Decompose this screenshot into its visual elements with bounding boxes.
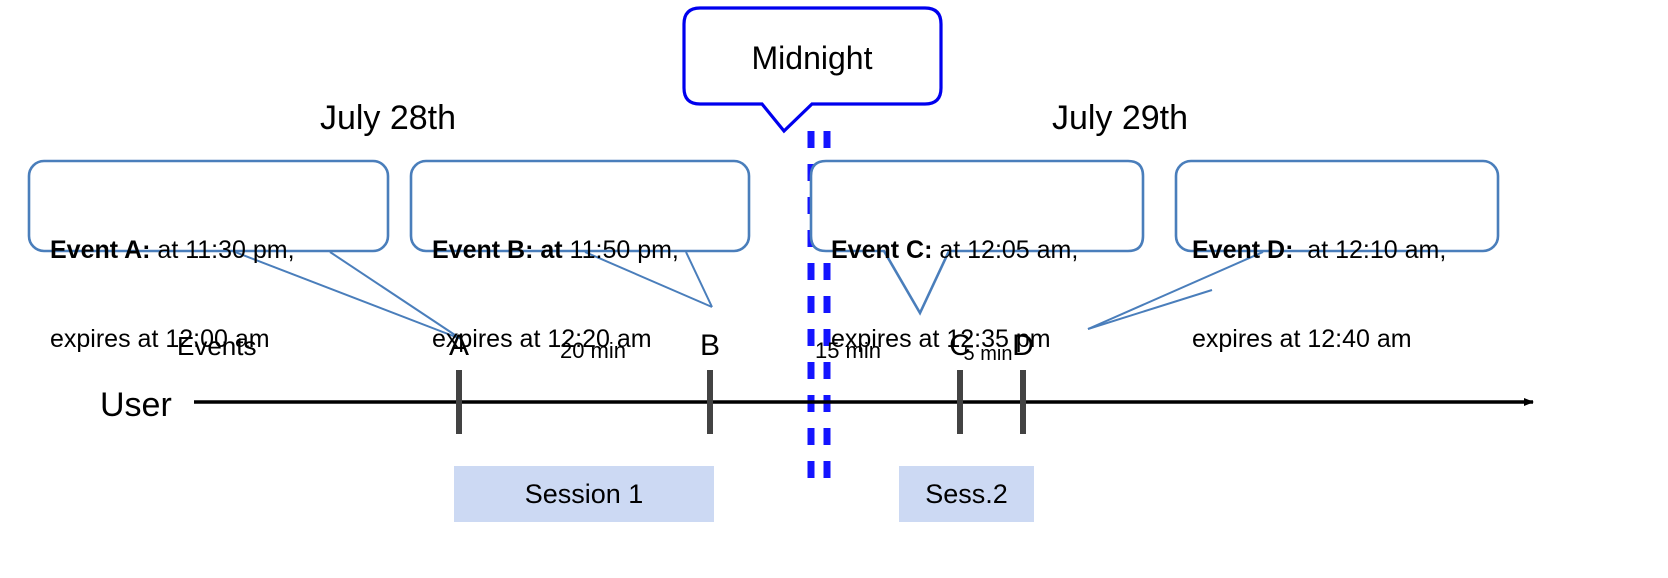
events-row-label: Events	[177, 331, 257, 361]
event-d-line1-rest: at 12:10 am,	[1293, 236, 1447, 264]
event-b-leader-line-2	[685, 251, 713, 308]
event-c-text: Event C: at 12:05 am, expires at 12:35 p…	[831, 177, 1078, 413]
session-1-label: Session 1	[524, 478, 644, 509]
event-d-callout-box	[1174, 159, 1500, 253]
tick-label-d: D	[1012, 329, 1034, 362]
event-a-text: Event A: at 11:30 pm, expires at 12:00 a…	[50, 177, 295, 413]
event-d-leader-line-1	[1087, 251, 1264, 330]
date-label-july-28: July 28th	[319, 99, 457, 137]
session-2-label: Sess.2	[925, 478, 1008, 509]
event-a-leader-line-1	[234, 251, 462, 340]
tick-label-c: C	[949, 329, 971, 362]
event-b-leader-line-1	[584, 251, 713, 308]
tick-label-a: A	[448, 329, 469, 362]
midnight-label: Midnight	[751, 40, 873, 76]
tick-label-b: B	[699, 329, 720, 362]
event-a-leader-line-2	[329, 251, 462, 340]
event-c-bold-label: Event C:	[831, 236, 933, 264]
user-row-label: User	[100, 386, 172, 424]
event-d-line2: expires at 12:40 am	[1192, 324, 1412, 353]
event-b-bold-label: Event B: at	[432, 236, 563, 264]
session-block-2: Sess.2	[899, 466, 1034, 522]
event-b-callout-box	[409, 159, 751, 253]
event-a-callout-box	[27, 159, 390, 253]
event-b-text: Event B: at 11:50 pm, expires at 12:20 a…	[432, 177, 679, 413]
event-c-callout-box	[809, 159, 1145, 316]
duration-label-c-to-d: 5 min	[963, 343, 1013, 365]
event-d-bold-label: Event D:	[1192, 236, 1294, 264]
midnight-callout-bubble	[682, 6, 943, 134]
event-b-line1-rest: 11:50 pm,	[562, 236, 679, 264]
duration-label-b-to-c: 15 min	[814, 338, 882, 363]
event-d-leader-line-2	[1087, 289, 1213, 330]
session-block-1: Session 1	[454, 466, 714, 522]
event-c-line1-rest: at 12:05 am,	[932, 236, 1079, 264]
date-label-july-29: July 29th	[1051, 99, 1189, 137]
event-b-line2: expires at 12:20 am	[432, 324, 652, 353]
event-d-text: Event D: at 12:10 am, expires at 12:40 a…	[1192, 177, 1446, 413]
duration-label-a-to-b: 20 min	[559, 338, 627, 363]
event-c-line2: expires at 12:35 pm	[831, 324, 1051, 353]
event-a-bold-label: Event A:	[50, 236, 151, 264]
event-a-line2: expires at 12:00 am	[50, 324, 270, 353]
event-a-line1-rest: at 11:30 pm,	[150, 236, 295, 264]
